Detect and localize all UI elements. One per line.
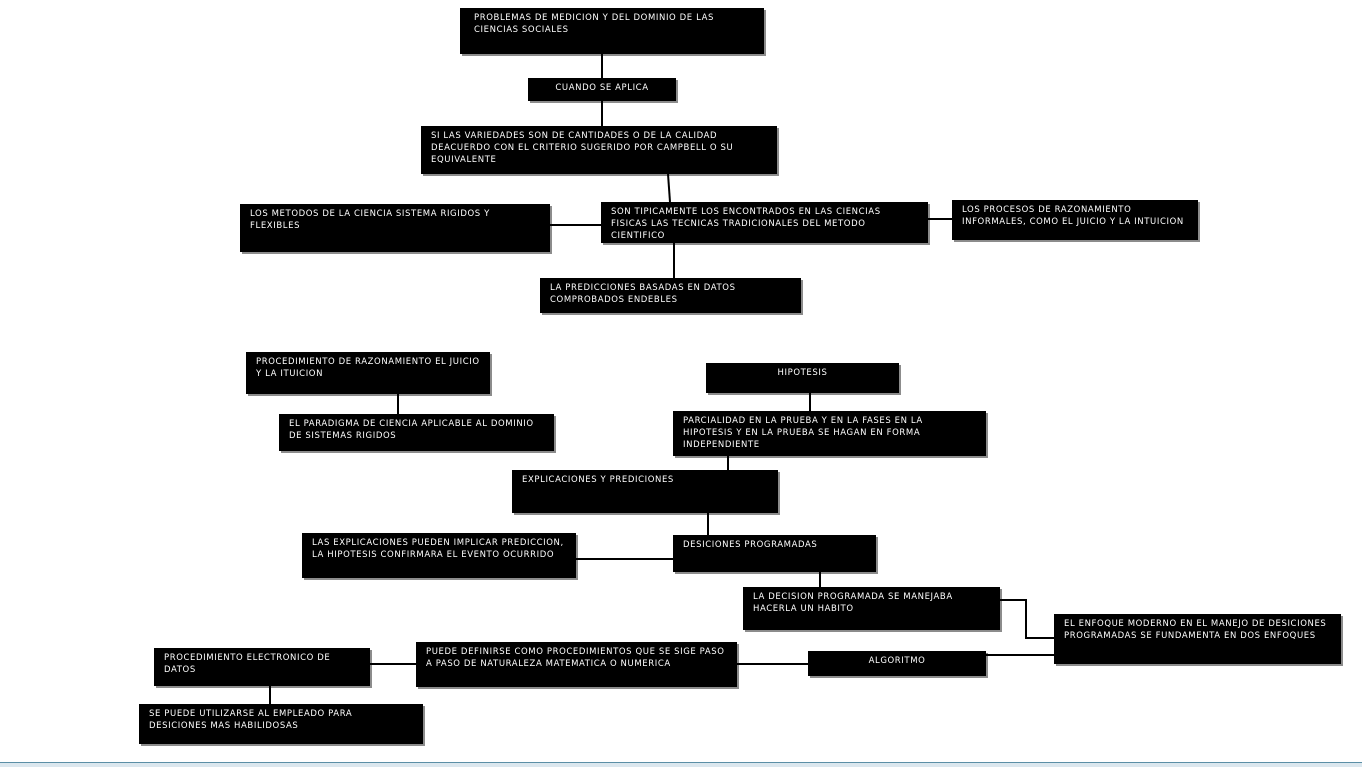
bottom-rule	[0, 762, 1362, 767]
node-metodo-cientifico: SON TIPICAMENTE LOS ENCONTRADOS EN LAS C…	[601, 202, 928, 243]
node-procesos-de-razonamiento: LOS PROCESOS DE RAZONAMIENTO INFORMALES,…	[952, 200, 1198, 240]
node-predicciones-basadas: LA PREDICCIONES BASADAS EN DATOS COMPROB…	[540, 278, 801, 313]
node-hipotesis: HIPOTESIS	[706, 363, 899, 393]
node-empleado-habilidosas: SE PUEDE UTILIZARSE AL EMPLEADO PARA DES…	[139, 704, 423, 744]
node-desiciones-programadas: DESICIONES PROGRAMADAS	[673, 535, 876, 572]
connector-n15-n16	[1000, 599, 1054, 639]
node-procedimiento-de-razonamiento: PROCEDIMIENTO DE RAZONAMIENTO EL JUICIO …	[246, 352, 490, 394]
node-metodos-de-la-ciencia: LOS METODOS DE LA CIENCIA SISTEMA RIGIDO…	[240, 204, 550, 252]
node-parcialidad-en-la-prueba: PARCIALIDAD EN LA PRUEBA Y EN LA FASES E…	[673, 411, 986, 456]
node-explicaciones-y-predicciones: EXPLICACIONES Y PREDICIONES	[512, 470, 778, 513]
connector-n03-n04	[667, 173, 671, 203]
node-paradigma-de-ciencia: EL PARADIGMA DE CIENCIA APLICABLE AL DOM…	[279, 414, 554, 451]
node-algoritmo: ALGORITMO	[808, 651, 986, 676]
node-cuando-se-aplica: CUANDO SE APLICA	[528, 78, 676, 101]
node-procedimiento-electronico: PROCEDIMIENTO ELECTRONICO DE DATOS	[154, 648, 370, 686]
node-enfoque-moderno: EL ENFOQUE MODERNO EN EL MANEJO DE DESIC…	[1054, 614, 1341, 664]
node-problemas-de-medicion: PROBLEMAS DE MEDICION Y DEL DOMINIO DE L…	[460, 8, 764, 54]
node-puede-definirse: PUEDE DEFINIRSE COMO PROCEDIMIENTOS QUE …	[416, 642, 737, 687]
node-explicaciones-pueden-implicar: LAS EXPLICACIONES PUEDEN IMPLICAR PREDIC…	[302, 533, 576, 578]
node-si-las-variedades: SI LAS VARIEDADES SON DE CANTIDADES O DE…	[421, 126, 777, 174]
node-decision-programada-habito: LA DECISION PROGRAMADA SE MANEJABA HACER…	[743, 587, 1000, 630]
